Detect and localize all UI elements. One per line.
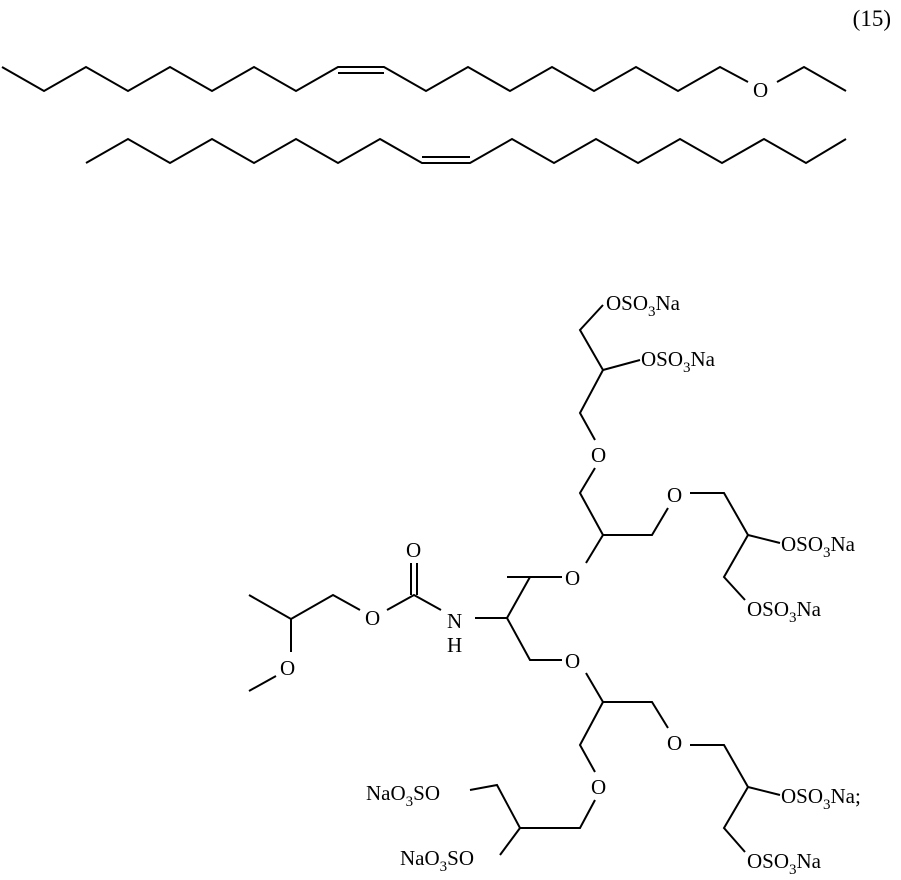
atom-ether-oxygen: O — [591, 443, 606, 467]
label-sulfate: OSO3Na — [641, 347, 716, 376]
atom-ether-oxygen: O — [667, 483, 682, 507]
atom-carbonyl-oxygen: O — [406, 538, 421, 562]
atom-ether-oxygen: O — [565, 566, 580, 590]
atom-oxygen: O — [753, 78, 768, 102]
molecule-sulfated-polyglycerol: O O O N H O O O OSO3Na OSO3Na O OSO3Na O… — [248, 291, 861, 878]
molecule-alkene-chain — [85, 137, 847, 165]
label-sulfate: OSO3Na — [606, 291, 681, 320]
label-sulfate: OSO3Na; — [781, 784, 861, 813]
label-sulfate-left: NaO3SO — [400, 846, 474, 875]
equation-number: (15) — [852, 6, 891, 31]
atom-ester-oxygen: O — [365, 606, 380, 630]
label-sulfate: OSO3Na — [747, 597, 822, 626]
atom-nitrogen: N — [447, 609, 462, 633]
molecule-oleyl-ethyl-ether: O — [1, 65, 847, 102]
atom-ether-oxygen: O — [591, 775, 606, 799]
atom-methoxy-oxygen: O — [280, 656, 295, 680]
atom-ether-oxygen: O — [667, 731, 682, 755]
label-sulfate-left: NaO3SO — [366, 781, 440, 810]
atom-ether-oxygen: O — [565, 649, 580, 673]
label-sulfate: OSO3Na — [747, 849, 822, 878]
atom-nh-hydrogen: H — [447, 633, 462, 657]
label-sulfate: OSO3Na — [781, 532, 856, 561]
